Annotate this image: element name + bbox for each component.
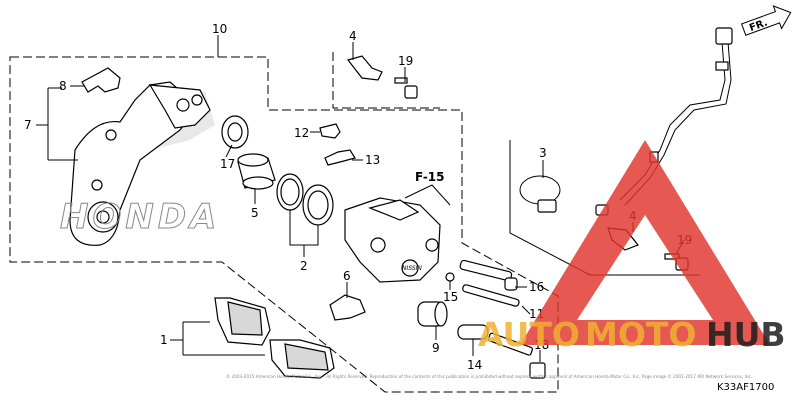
part-4-clip-top [346,55,383,81]
watermark-word-moto: MOTO [585,315,696,354]
copyright-line: © 2003-2015 American Honda Motor Co., In… [226,374,752,379]
front-direction-arrow: FR. [740,5,792,36]
callout-7: 7 [24,118,32,132]
part-9-boot [417,301,448,327]
callout-17: 17 [220,157,235,171]
section-ref-pointer [404,184,451,206]
caliper-body [344,197,441,283]
callout-9: 9 [432,341,440,355]
callout-12: 12 [294,126,309,140]
leader-lines [36,35,685,362]
watermark-word-auto: AUTO [478,315,580,354]
part-11-pin [462,284,520,307]
caliper-bracket [69,81,215,246]
part-18-bolt [487,332,546,379]
part-15-ring [445,272,455,282]
watermark-triangle-icon [520,140,770,345]
callout-f15: F-15 [415,170,445,184]
part-1-brake-pads [214,297,335,379]
part-16-pin [459,259,518,291]
callout-14: 14 [467,358,482,372]
callout-19-top: 19 [398,54,413,68]
honda-watermark-logo: HONDA [60,197,220,237]
caliper-brand-mark: NISSIN [402,265,422,272]
part-12-bleeder [319,123,341,139]
part-13-clip [324,149,356,166]
part-2-piston-seals [276,173,334,226]
watermark-word-hub: HUB [706,315,786,354]
sensor-group-outline [509,140,700,276]
part-19-bolt-top [394,77,418,99]
part-5-piston [237,153,276,190]
callout-16: 16 [529,280,544,294]
part-6-pad-spring [329,294,366,321]
callout-13: 13 [365,153,380,167]
watermark-brand: AUTO MOTO HUB [478,315,786,354]
callout-4-top: 4 [349,29,357,43]
part-17-boot [221,115,249,149]
clip-group-outline [332,52,440,109]
callout-6: 6 [343,269,351,283]
callout-8: 8 [59,79,67,93]
callout-1: 1 [160,333,168,347]
callout-2: 2 [300,259,308,273]
callout-10: 10 [212,22,227,36]
callout-5: 5 [251,206,259,220]
callout-15: 15 [443,290,458,304]
part-8-bracket-clip [81,67,121,93]
callout-3: 3 [539,146,547,160]
direction-label: FR. [748,17,769,34]
diagram-reference-code: K33AF1700 [717,382,774,393]
